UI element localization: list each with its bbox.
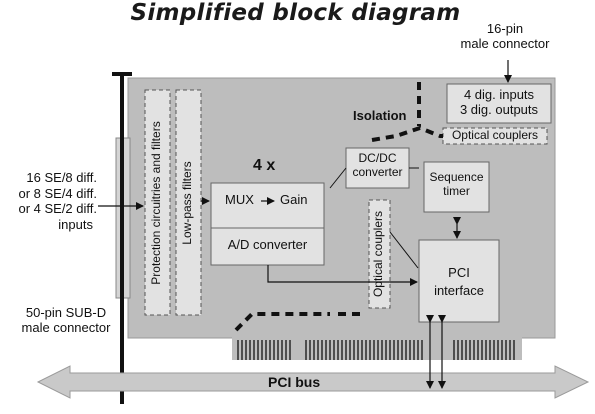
subd-line-1: 50-pin SUB-D	[25, 305, 107, 320]
lowpass-label: Low-pass filters	[180, 161, 194, 245]
isolation-boundary	[234, 312, 330, 332]
isolation-boundary-upper	[371, 125, 443, 142]
optical-couplers-mid-label: Optical couplers	[371, 210, 385, 298]
optical-couplers-top-label: Optical couplers	[451, 128, 539, 142]
dig-outputs: 3 dig. outputs	[459, 101, 539, 117]
dig-io-label: 4 dig. inputs 3 dig. outputs	[447, 87, 551, 118]
optical-couplers-mid-block	[368, 199, 391, 309]
lowpass-block	[175, 89, 202, 316]
dcdc-label: DC/DC converter	[346, 151, 409, 180]
pci-interface-line-1: PCI	[448, 265, 470, 280]
digital-io-block	[446, 83, 552, 124]
sequence-timer-line-1: Sequence	[429, 170, 484, 184]
connector-16pin-label: 16-pin male connector	[452, 21, 558, 52]
inputs-label: 16 SE/8 diff. or 8 SE/4 diff. or 4 SE/2 …	[2, 170, 97, 232]
pci-bus-label: PCI bus	[268, 374, 321, 390]
adc-to-pci-line	[267, 265, 418, 286]
protection-label: Protection circuitries and filters	[149, 121, 163, 285]
inputs-line-4: inputs	[58, 216, 93, 232]
inputs-line-3: or 4 SE/2 diff.	[18, 201, 97, 217]
dcdc-line-1: DC/DC	[358, 151, 397, 165]
inputs-line-1: 16 SE/8 diff.	[26, 170, 97, 185]
edge-connector-fingers	[232, 336, 522, 360]
multiplier-label: 4 x	[253, 157, 276, 174]
dcdc-line-2: converter	[352, 164, 403, 179]
dig-inputs: 4 dig. inputs	[463, 87, 535, 102]
pci-interface-block	[418, 239, 500, 323]
sequence-timer-block	[423, 161, 490, 213]
connector-16pin-line-2: male connector	[460, 35, 550, 51]
diagram-title: Simplified block diagram	[130, 0, 461, 26]
inputs-line-2: or 8 SE/4 diff.	[18, 185, 97, 201]
connector-16pin-line-1: 16-pin	[486, 21, 524, 36]
sequence-timer-label: Sequence timer	[424, 170, 489, 199]
mounting-bracket	[112, 72, 132, 404]
pci-bus-arrow	[36, 365, 590, 399]
pci-interface-label: PCI interface	[419, 264, 499, 299]
sequence-timer-line-2: timer	[443, 183, 470, 198]
protection-block	[144, 89, 171, 316]
gain-label: Gain	[280, 192, 308, 207]
mux-label: MUX	[225, 192, 254, 207]
isolation-label: Isolation	[353, 108, 407, 123]
mux-adc-block	[210, 182, 325, 266]
subd-label: 50-pin SUB-D male connector	[6, 305, 126, 336]
pci-interface-line-2: interface	[434, 282, 484, 298]
subd-line-2: male connector	[21, 319, 111, 335]
adc-label: A/D converter	[227, 237, 308, 252]
